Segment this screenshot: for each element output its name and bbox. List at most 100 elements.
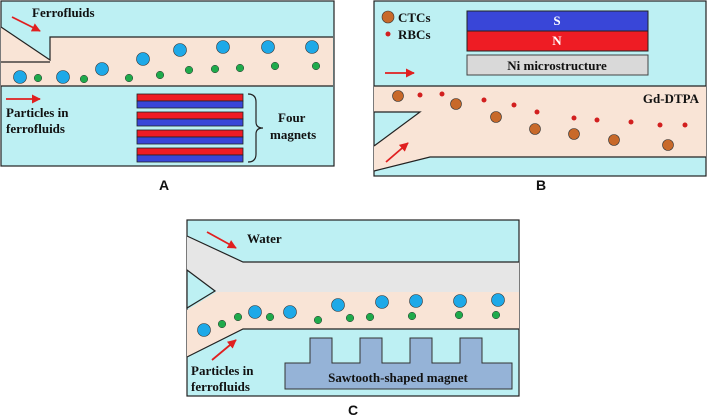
rbc bbox=[439, 91, 445, 97]
magnet-red-half bbox=[136, 129, 244, 138]
rbc bbox=[534, 109, 540, 115]
small-particle bbox=[184, 65, 194, 75]
large-particle bbox=[13, 70, 27, 84]
small-particle bbox=[33, 73, 43, 83]
panel-c-particles-label-line1: Particles in bbox=[191, 363, 254, 378]
water-arrow bbox=[206, 231, 237, 249]
rbc bbox=[511, 102, 517, 108]
ctc-legend-label: CTCs bbox=[398, 10, 431, 25]
panel-b-particles bbox=[392, 90, 688, 151]
ctc bbox=[392, 90, 404, 102]
magnet-red-half bbox=[136, 147, 244, 156]
panel-a: Ferrofluids Particles in ferrofluids Fou… bbox=[0, 0, 335, 193]
ferrofluids-arrow bbox=[11, 16, 41, 32]
ctc-legend-marker bbox=[381, 10, 395, 24]
panel-c: Water Particles in ferrofluids Sawtooth-… bbox=[186, 219, 520, 418]
panel-c-particles bbox=[197, 293, 505, 337]
ni-microstructure-label: Ni microstructure bbox=[507, 58, 607, 73]
rbc bbox=[628, 119, 634, 125]
magnet-red-half bbox=[136, 93, 244, 102]
large-particle bbox=[305, 40, 319, 54]
small-particle bbox=[491, 310, 501, 320]
large-particle bbox=[136, 52, 150, 66]
panel-c-water-region bbox=[187, 236, 519, 292]
magnet-s-label: S bbox=[553, 13, 560, 28]
large-particle bbox=[173, 43, 187, 57]
small-particle bbox=[265, 312, 275, 322]
magnet-red-half bbox=[136, 111, 244, 120]
large-particle bbox=[453, 294, 467, 308]
magnets-label-line1: Four bbox=[278, 110, 306, 125]
small-particle bbox=[365, 312, 375, 322]
magnet-blue-half bbox=[136, 154, 244, 163]
large-particle bbox=[216, 40, 230, 54]
small-particle bbox=[235, 63, 245, 73]
magnet-blue-half bbox=[136, 118, 244, 127]
rbc bbox=[417, 92, 423, 98]
rbc bbox=[571, 115, 577, 121]
magnet-blue-half bbox=[136, 136, 244, 145]
panel-c-sample-region bbox=[187, 292, 519, 357]
small-particle bbox=[313, 315, 323, 325]
panel-b-branch-wall bbox=[373, 111, 422, 147]
small-particle bbox=[217, 319, 227, 329]
rbc bbox=[594, 117, 600, 123]
rbc bbox=[481, 97, 487, 103]
ctc bbox=[608, 134, 620, 146]
rbc bbox=[657, 122, 663, 128]
rbc-legend-label: RBCs bbox=[398, 27, 431, 42]
particles-label-line2: ferrofluids bbox=[6, 121, 65, 136]
panel-c-separator bbox=[186, 268, 217, 310]
magnets-label-line2: magnets bbox=[270, 127, 316, 142]
four-magnets bbox=[136, 93, 244, 163]
sawtooth-magnet bbox=[284, 337, 513, 390]
large-particle bbox=[261, 40, 275, 54]
particles-label-line1: Particles in bbox=[6, 105, 69, 120]
panel-c-letter: C bbox=[348, 402, 358, 418]
magnet-blue-half bbox=[136, 100, 244, 109]
sawtooth-magnet-label: Sawtooth-shaped magnet bbox=[328, 370, 468, 385]
ni-microstructure bbox=[466, 54, 649, 76]
large-particle bbox=[331, 298, 345, 312]
panel-a-channel-wall-top bbox=[0, 26, 333, 62]
small-particle bbox=[210, 64, 220, 74]
panel-a-channel bbox=[1, 27, 333, 86]
gd-dtpa-label: Gd-DTPA bbox=[643, 91, 700, 106]
panel-b-channel-wall-bottom bbox=[373, 156, 706, 172]
large-particle bbox=[283, 305, 297, 319]
panel-c-particles-label-line2: ferrofluids bbox=[191, 379, 250, 394]
small-particle bbox=[233, 312, 243, 322]
small-particle bbox=[454, 310, 464, 320]
ctc bbox=[568, 128, 580, 140]
small-particle bbox=[79, 74, 89, 84]
panel-a-particles bbox=[13, 40, 321, 84]
magnets-brace bbox=[247, 93, 264, 163]
small-particle bbox=[155, 70, 165, 80]
ctc bbox=[662, 139, 674, 151]
panel-b: CTCs RBCs S N Ni microstructure Gd-DTPA bbox=[373, 0, 707, 193]
panel-c-wall-bottom bbox=[186, 328, 519, 358]
large-particle bbox=[248, 305, 262, 319]
rbc bbox=[682, 122, 688, 128]
magnet-n bbox=[466, 30, 649, 52]
ferrofluids-label: Ferrofluids bbox=[32, 5, 95, 20]
water-label: Water bbox=[247, 231, 282, 246]
panel-b-letter: B bbox=[536, 177, 546, 193]
small-particle bbox=[311, 61, 321, 71]
small-particle bbox=[124, 73, 134, 83]
magnet-n-label: N bbox=[552, 33, 562, 48]
panel-c-wall-top bbox=[186, 235, 519, 263]
large-particle bbox=[56, 70, 70, 84]
small-particle bbox=[407, 311, 417, 321]
panel-b-sample-arrow bbox=[385, 142, 409, 163]
large-particle bbox=[197, 323, 211, 337]
large-particle bbox=[491, 293, 505, 307]
panel-c-particles-arrow bbox=[211, 339, 237, 361]
panel-a-letter: A bbox=[159, 177, 169, 193]
large-particle bbox=[95, 62, 109, 76]
ctc bbox=[490, 111, 502, 123]
ctc bbox=[529, 123, 541, 135]
rbc-legend-marker bbox=[385, 31, 391, 37]
large-particle bbox=[409, 294, 423, 308]
